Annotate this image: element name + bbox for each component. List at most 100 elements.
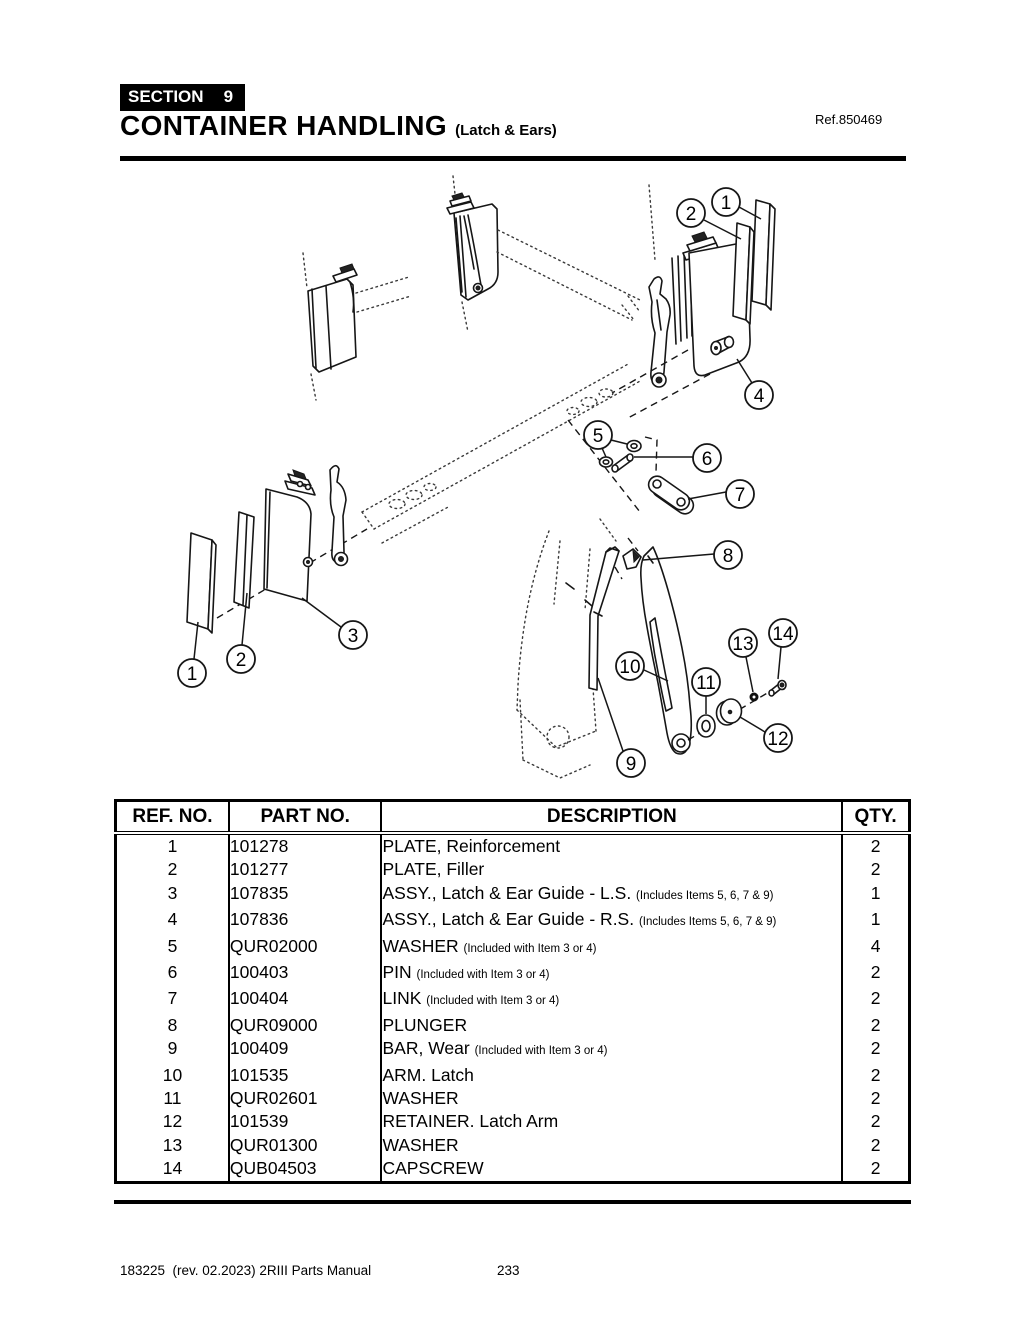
callout-5: 5 [583,420,628,458]
callout-number: 10 [619,657,640,678]
callout-circle [338,620,368,650]
washer-pin-link-drawing [567,419,695,515]
cell-part-no: QUR02000 [227,934,382,962]
callout-number: 13 [732,634,753,655]
cell-ref-no: 8 [167,1014,178,1035]
callout-circle [713,540,743,570]
cell-ref-no: 2 [167,859,178,880]
callout-number: 11 [696,673,716,694]
callout-14: 14 [768,618,798,680]
cell-part-no: 101277 [227,858,382,882]
cell-description-note: (Includes Items 5, 6, 7 & 9) [638,916,777,929]
bottom-rule [114,1200,911,1204]
cell-qty: 2 [841,1133,910,1158]
callout-leader-line [703,219,742,240]
cell-qty: 2 [841,1157,910,1181]
cell-ref-no: 3 [167,882,178,903]
cell-description-note: (Includes Items 5, 6, 7 & 9) [636,889,774,902]
page-title: CONTAINER HANDLING [120,110,448,141]
cell-ref-no: 5 [167,935,178,956]
callout-leader-line [777,646,782,680]
cell-qty: 2 [841,987,910,1014]
callout-circle [616,748,646,778]
cell-part-no: 101278 [227,833,382,859]
callout-10: 10 [615,651,669,682]
callout-leader-line [736,358,753,384]
cell-part-no: 100403 [227,961,382,988]
callout-circle [725,479,755,509]
title-row: CONTAINER HANDLING(Latch & Ears) [120,110,557,142]
ref-number: Ref.850469 [815,112,883,127]
table-filler-row [116,1180,910,1183]
cell-qty: 2 [841,1037,910,1064]
cell-description: LINK (Included with Item 3 or 4) [380,987,843,1014]
callout-circle [744,380,774,410]
callout-number: 12 [767,729,788,750]
cell-part-no: QUR01300 [227,1133,382,1158]
cell-description-note: (Included with Item 3 or 4) [416,969,550,982]
footer-page-number: 233 [497,1263,520,1278]
callout-7: 7 [687,479,755,509]
cell-description: WASHER [380,1087,843,1111]
cell-qty: 2 [841,1013,910,1038]
cell-qty: 2 [841,961,910,988]
cell-ref-no: 4 [167,909,178,930]
cell-qty: 2 [841,833,910,859]
body-outline-drawing [516,518,617,779]
callout-leader-line [642,553,715,561]
ls-assembly-drawing [186,464,368,634]
cell-description: PLATE, Filler [380,858,843,882]
callout-leader-line [301,597,342,628]
callout-number: 1 [187,664,198,685]
callout-leader-line [601,447,607,458]
callout-number: 14 [772,624,794,645]
cell-part-no: 107835 [227,881,382,909]
callout-leader-line [610,439,628,445]
cell-qty: 4 [841,934,910,962]
callout-number: 3 [348,626,359,647]
callout-4: 4 [736,358,774,410]
callout-3: 3 [301,597,368,650]
cell-part-no: QUR02601 [227,1087,382,1111]
callout-11: 11 [691,667,721,714]
col-header-description: DESCRIPTION [380,800,843,835]
cell-description: PIN (Included with Item 3 or 4) [380,961,843,988]
callout-number: 2 [236,650,247,671]
callout-leader-line [643,669,669,682]
callout-2-ls: 2 [226,592,256,674]
cell-qty: 2 [841,1063,910,1088]
callout-6: 6 [634,443,722,473]
cell-qty: 2 [841,858,910,882]
col-header-part-no: PART NO. [227,800,382,835]
cell-description: PLATE, Reinforcement [380,833,843,859]
cell-part-no: 101535 [227,1063,382,1088]
guide-assembly-center-drawing [446,175,641,333]
callout-1-ls: 1 [177,621,207,688]
cell-ref-no: 7 [167,988,178,1009]
section-label: SECTION [128,87,204,106]
callout-leader-line [193,621,199,660]
callout-circle [711,187,741,217]
callout-1-rs: 1 [711,187,762,220]
cell-description: PLUNGER [380,1013,843,1038]
cell-ref-no: 13 [162,1134,183,1155]
callout-leader-line [597,677,624,752]
callout-circle [692,443,722,473]
cell-qty: 1 [841,881,910,909]
callout-12: 12 [739,716,793,753]
callout-leader-line [687,491,727,500]
cell-description: RETAINER. Latch Arm [380,1110,843,1134]
cell-part-no: QUR09000 [227,1013,382,1038]
